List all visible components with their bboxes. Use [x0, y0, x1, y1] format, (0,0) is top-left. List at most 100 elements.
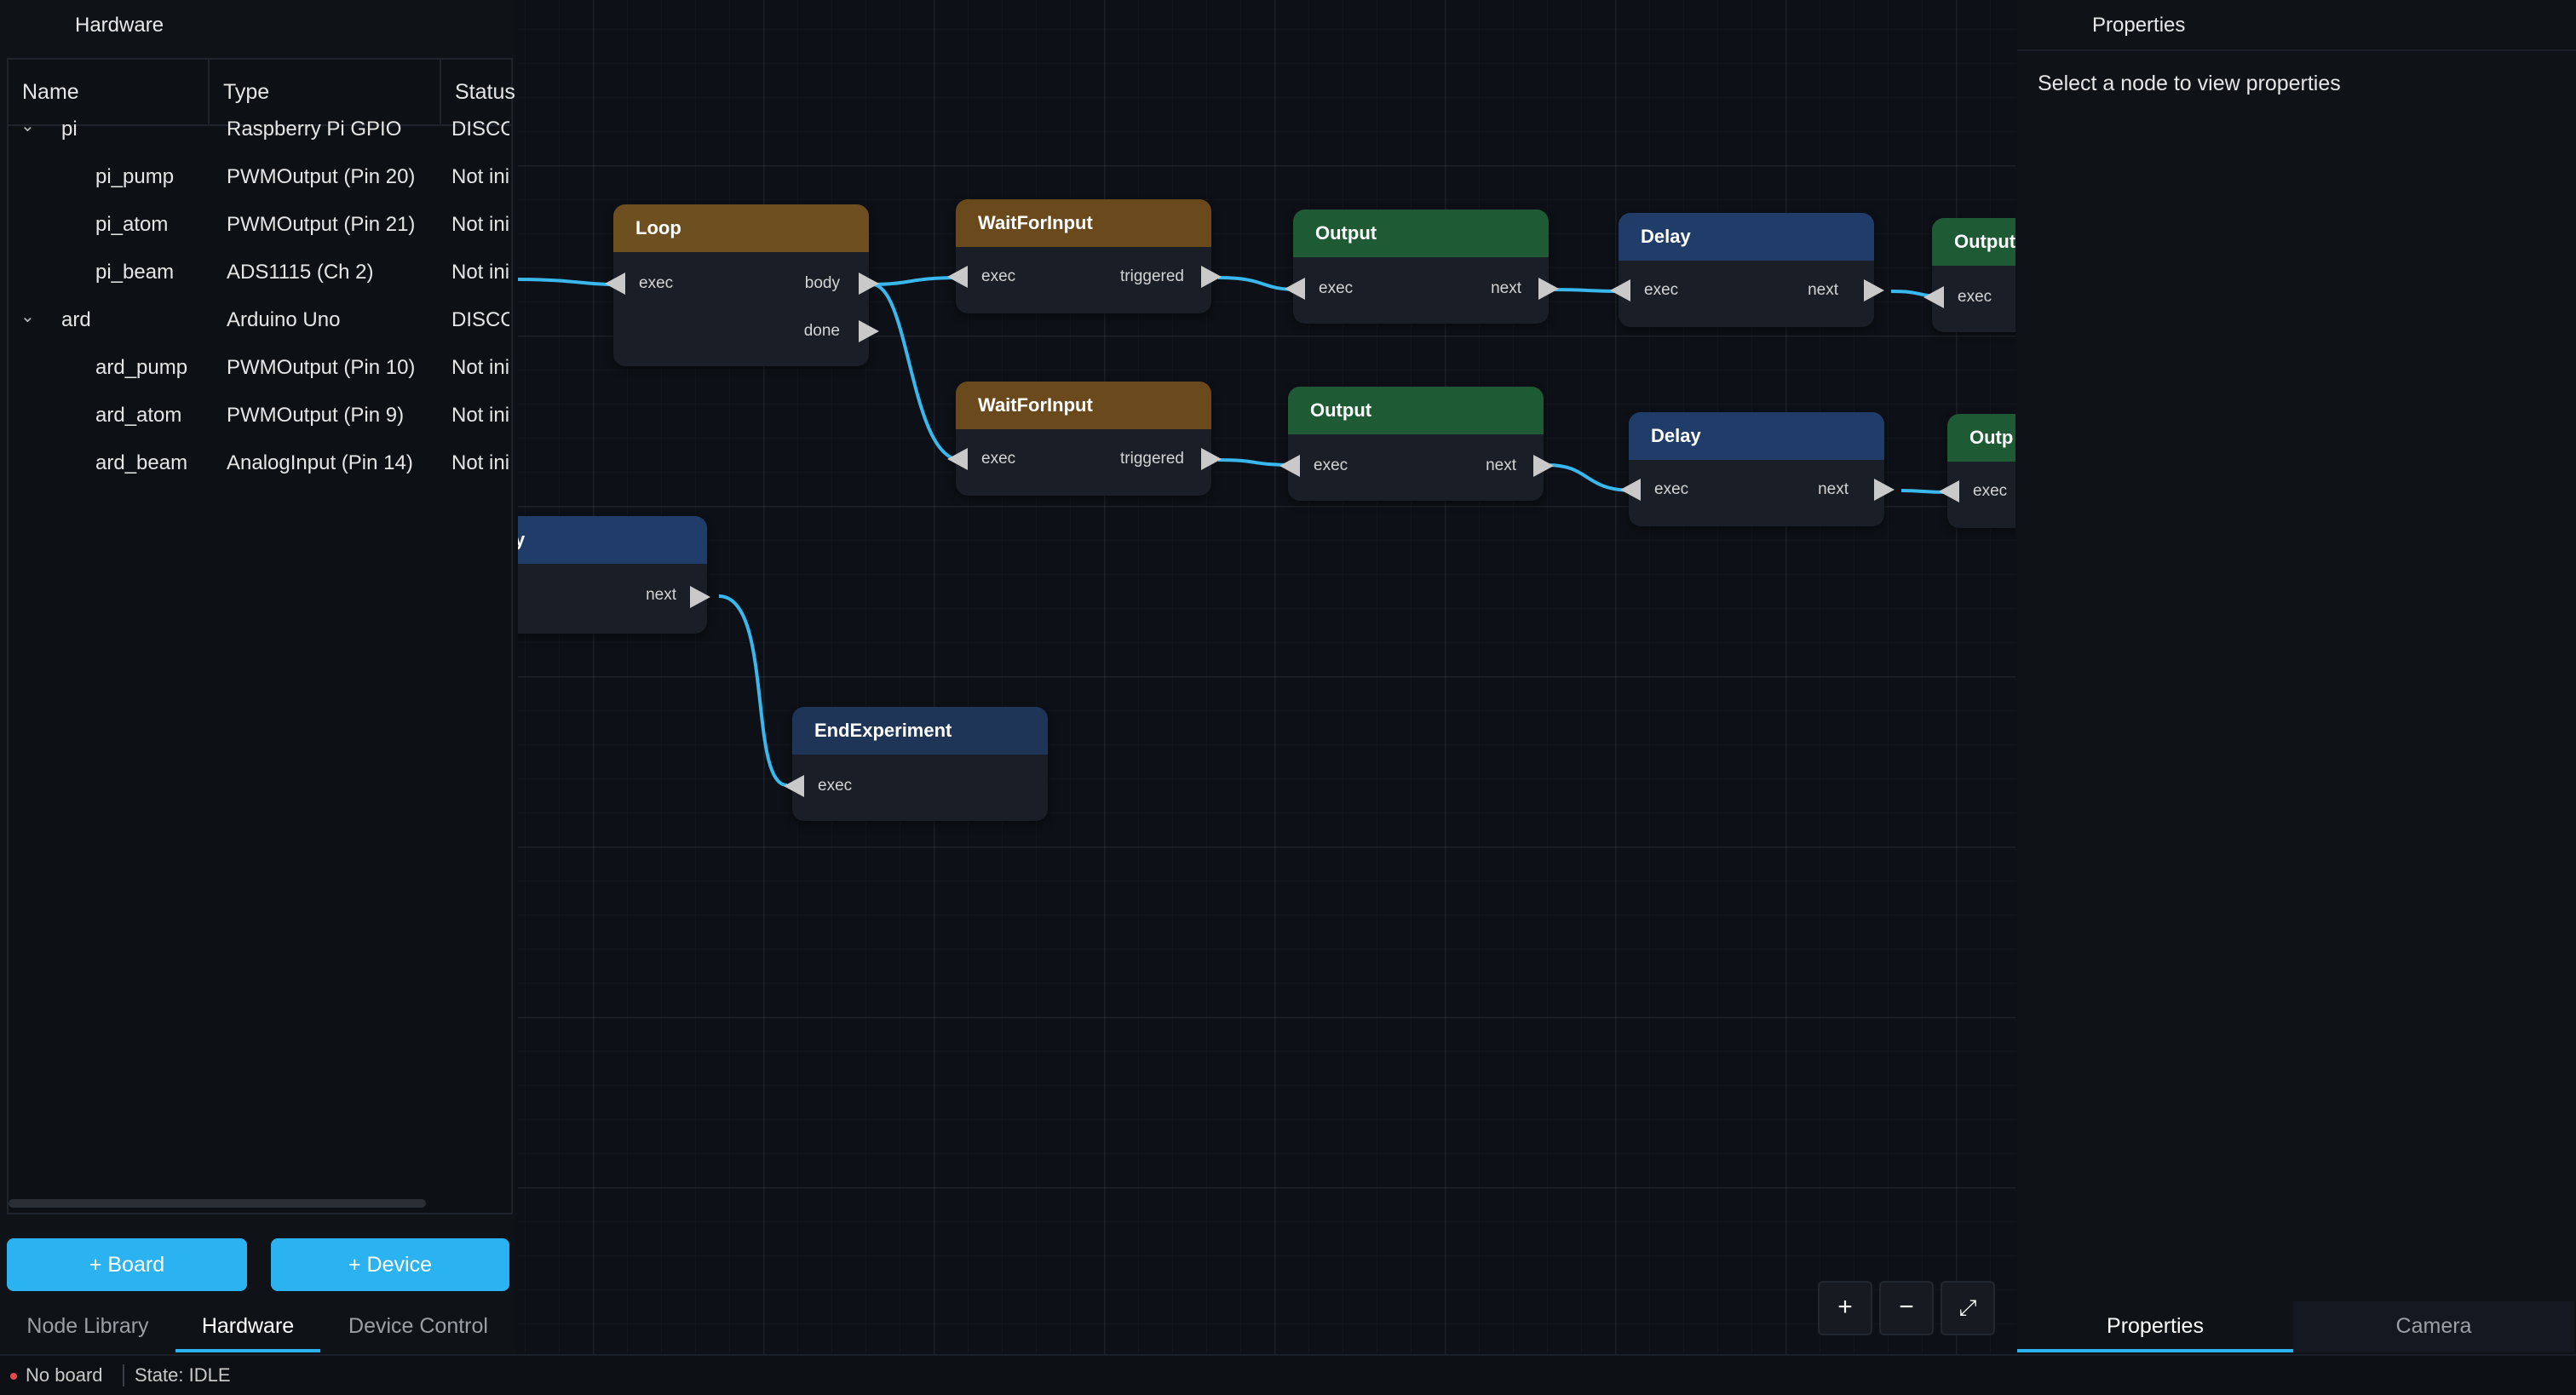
node-delay-2-title: Delay	[1629, 412, 1884, 460]
port-label-next: next	[1818, 480, 1849, 498]
port-label-next: next	[646, 586, 676, 604]
node-wait-for-input-1[interactable]: WaitForInput exec triggered	[947, 199, 1222, 313]
port-label-body: body	[804, 274, 840, 292]
cell-status: Not ini	[451, 356, 509, 379]
cell-type: Raspberry Pi GPIO	[227, 118, 402, 141]
status-dot-icon	[10, 1373, 17, 1380]
input-port-exec[interactable]	[947, 448, 968, 470]
cell-type: ADS1115 (Ch 2)	[227, 261, 374, 284]
connection-wires	[518, 276, 1950, 787]
column-header-type[interactable]: Type	[210, 60, 441, 124]
node-delay-1[interactable]: Delay exec next	[1610, 213, 1884, 327]
output-port-next[interactable]	[690, 586, 710, 608]
node-wait-for-input-2-title: WaitForInput	[956, 382, 1211, 429]
port-label-exec: exec	[1958, 288, 1992, 306]
active-tab-indicator	[2017, 1349, 2293, 1352]
node-wait-for-input-2[interactable]: WaitForInput exec triggered	[947, 382, 1222, 496]
fit-view-button[interactable]: ⤢	[1941, 1281, 1995, 1335]
input-port-exec[interactable]	[947, 266, 968, 288]
input-port-exec[interactable]	[1279, 455, 1300, 477]
cell-status: Not ini	[451, 261, 509, 284]
input-port-exec[interactable]	[1939, 480, 1959, 502]
node-output-right-1[interactable]: Output exec	[1923, 218, 2015, 332]
input-port-exec[interactable]	[1923, 286, 1944, 308]
port-label-exec: exec	[981, 450, 1016, 468]
column-header-name[interactable]: Name	[9, 60, 210, 124]
panel-divider	[2017, 49, 2576, 51]
node-end-experiment[interactable]: EndExperiment exec	[784, 707, 1048, 821]
cell-status: Not ini	[451, 404, 509, 427]
output-port-next[interactable]	[1533, 455, 1554, 477]
horizontal-scrollbar[interactable]	[9, 1199, 426, 1208]
node-loop[interactable]: Loop exec body done	[605, 204, 879, 366]
table-row[interactable]: ard_beam AnalogInput (Pin 14) Not ini	[9, 439, 511, 487]
node-delay-1-title: Delay	[1619, 213, 1874, 261]
properties-panel: Properties Select a node to view propert…	[2017, 0, 2576, 1354]
table-row[interactable]: ⌄ ard Arduino Uno DISCO	[9, 296, 511, 344]
column-header-status[interactable]: Status	[455, 80, 515, 104]
output-port-done[interactable]	[859, 320, 879, 342]
tab-device-control[interactable]: Device Control	[348, 1314, 488, 1338]
input-port-exec[interactable]	[1285, 278, 1305, 300]
cell-status: Not ini	[451, 213, 509, 236]
output-port-triggered[interactable]	[1201, 266, 1222, 288]
tab-camera[interactable]: Camera	[2395, 1314, 2472, 1338]
add-board-button[interactable]: + Board	[7, 1238, 247, 1291]
node-output-right-2[interactable]: Outp exec	[1939, 414, 2015, 528]
board-status: No board	[26, 1364, 103, 1386]
tab-hardware[interactable]: Hardware	[201, 1314, 295, 1338]
node-graph-canvas[interactable]: y next Loop exec body done WaitForInput …	[518, 0, 2015, 1354]
cell-type: PWMOutput (Pin 21)	[227, 213, 416, 236]
zoom-out-button[interactable]: −	[1879, 1281, 1934, 1335]
wire-loop-body-to-wait1	[871, 276, 962, 286]
node-output-1-title: Output	[1293, 210, 1549, 257]
input-port-exec[interactable]	[1610, 279, 1630, 301]
tab-camera-bg	[2293, 1301, 2574, 1352]
tab-node-library[interactable]: Node Library	[26, 1314, 149, 1338]
node-output-1[interactable]: Output exec next	[1285, 210, 1559, 324]
cell-name: ard_pump	[95, 356, 188, 379]
cell-type: PWMOutput (Pin 20)	[227, 165, 416, 188]
cell-status: DISCO	[451, 308, 509, 331]
port-label-exec: exec	[818, 777, 853, 795]
active-tab-indicator	[175, 1349, 320, 1352]
port-label-next: next	[1808, 281, 1838, 299]
node-output-right-1-title: Output	[1932, 218, 2015, 266]
add-device-button[interactable]: + Device	[271, 1238, 509, 1291]
output-port-body[interactable]	[859, 273, 879, 295]
tab-properties[interactable]: Properties	[2107, 1314, 2204, 1338]
cell-name: ard	[61, 308, 91, 331]
output-port-triggered[interactable]	[1201, 448, 1222, 470]
chevron-down-icon[interactable]: ⌄	[20, 117, 35, 135]
input-port-exec[interactable]	[605, 273, 625, 295]
cell-name: pi	[61, 118, 78, 141]
node-partial-left[interactable]: y next	[518, 516, 710, 634]
wire-output2-to-delay2	[1546, 463, 1635, 492]
node-partial-left-title: y	[518, 516, 707, 564]
bottom-tab-bar: Node Library Hardware Device Control	[0, 1301, 516, 1354]
zoom-in-button[interactable]: +	[1818, 1281, 1872, 1335]
chevron-down-icon[interactable]: ⌄	[20, 307, 35, 326]
cell-name: ard_beam	[95, 451, 188, 474]
node-output-2[interactable]: Output exec next	[1279, 387, 1554, 501]
cell-name: pi_atom	[95, 213, 169, 236]
properties-panel-title: Properties	[2092, 14, 2186, 37]
input-port-exec[interactable]	[784, 775, 804, 797]
table-row[interactable]: pi_atom PWMOutput (Pin 21) Not ini	[9, 201, 511, 249]
input-port-exec[interactable]	[1620, 479, 1641, 501]
output-port-next[interactable]	[1874, 479, 1895, 501]
cell-type: AnalogInput (Pin 14)	[227, 451, 413, 474]
output-port-next[interactable]	[1538, 278, 1559, 300]
hardware-table: Name Type Status ⌄ pi Raspberry Pi GPIO DIS…	[7, 58, 515, 1214]
node-delay-2[interactable]: Delay exec next	[1620, 412, 1895, 526]
properties-placeholder: Select a node to view properties	[2038, 72, 2341, 95]
cell-type: Arduino Uno	[227, 308, 341, 331]
cell-status: Not ini	[451, 451, 509, 474]
node-loop-title: Loop	[613, 204, 869, 252]
output-port-next[interactable]	[1864, 279, 1884, 301]
